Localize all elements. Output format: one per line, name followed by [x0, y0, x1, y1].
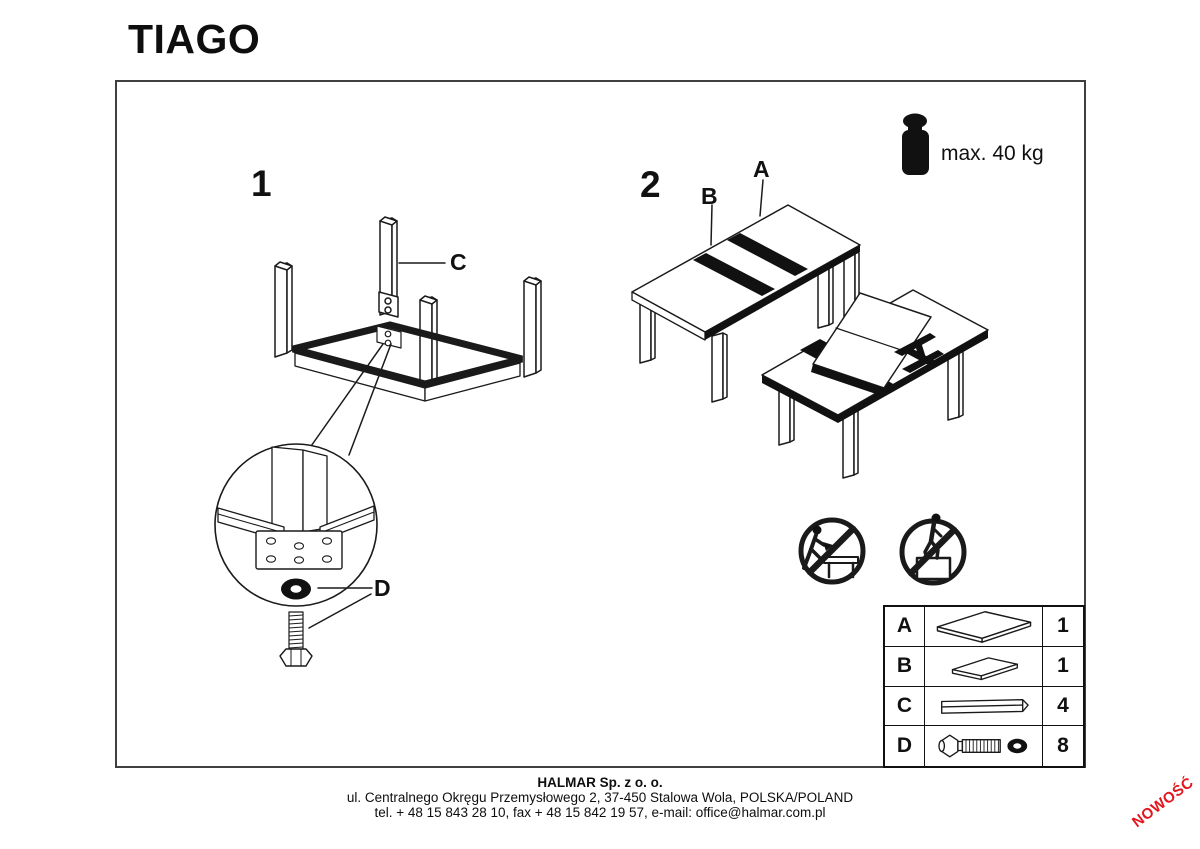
part-letter: D [885, 726, 925, 766]
part-quantity: 1 [1043, 607, 1083, 647]
label-b-leader-line [710, 204, 713, 246]
extended-table-drawing [631, 179, 861, 403]
company-contact: tel. + 48 15 843 28 10, fax + 48 15 842 … [374, 805, 826, 820]
step-2-number: 2 [640, 164, 661, 205]
part-letter: B [885, 646, 925, 687]
part-letter: A [885, 607, 925, 647]
content-frame [115, 80, 1086, 768]
leg-callout-label: C [450, 249, 467, 275]
step-1-number: 1 [251, 163, 272, 204]
product-title: TIAGO [128, 16, 261, 62]
bolt-and-washer-icon [925, 726, 1043, 766]
parts-table: A 1 B 1 C 4 D [883, 605, 1085, 768]
label-d-leader-line-2 [308, 593, 372, 629]
label-a-leader-line [759, 179, 764, 217]
loose-leg-drawing [378, 216, 446, 318]
part-letter: C [885, 686, 925, 727]
part-quantity: 4 [1043, 687, 1083, 727]
bolt-drawing [279, 611, 313, 667]
corner-detail-callout [214, 343, 392, 629]
inverted-table-frame-drawing [274, 261, 542, 402]
company-name: HALMAR Sp. z o. o. [537, 775, 663, 790]
weight-limit-label: max. 40 kg [941, 142, 1044, 165]
part-quantity: 8 [1057, 734, 1069, 758]
washer-drawing [281, 578, 311, 600]
footer: HALMAR Sp. z o. o. ul. Centralnego Okręg… [0, 775, 1200, 820]
tabletop-callout-label: A [753, 156, 770, 182]
weight-icon [902, 113, 929, 175]
no-climbing-on-table-icon [798, 517, 866, 585]
part-quantity: 1 [1043, 647, 1083, 687]
no-standing-on-table-icon [899, 513, 967, 586]
table-leg-icon [925, 686, 1043, 727]
company-address: ul. Centralnego Okręgu Przemysłowego 2, … [346, 790, 854, 805]
hardware-callout-label: D [374, 575, 391, 601]
tabletop-panel-icon [925, 607, 1043, 647]
leaf-callout-label: B [701, 183, 718, 209]
extension-leaf-icon [925, 646, 1043, 687]
opened-table-drawing [761, 289, 989, 479]
